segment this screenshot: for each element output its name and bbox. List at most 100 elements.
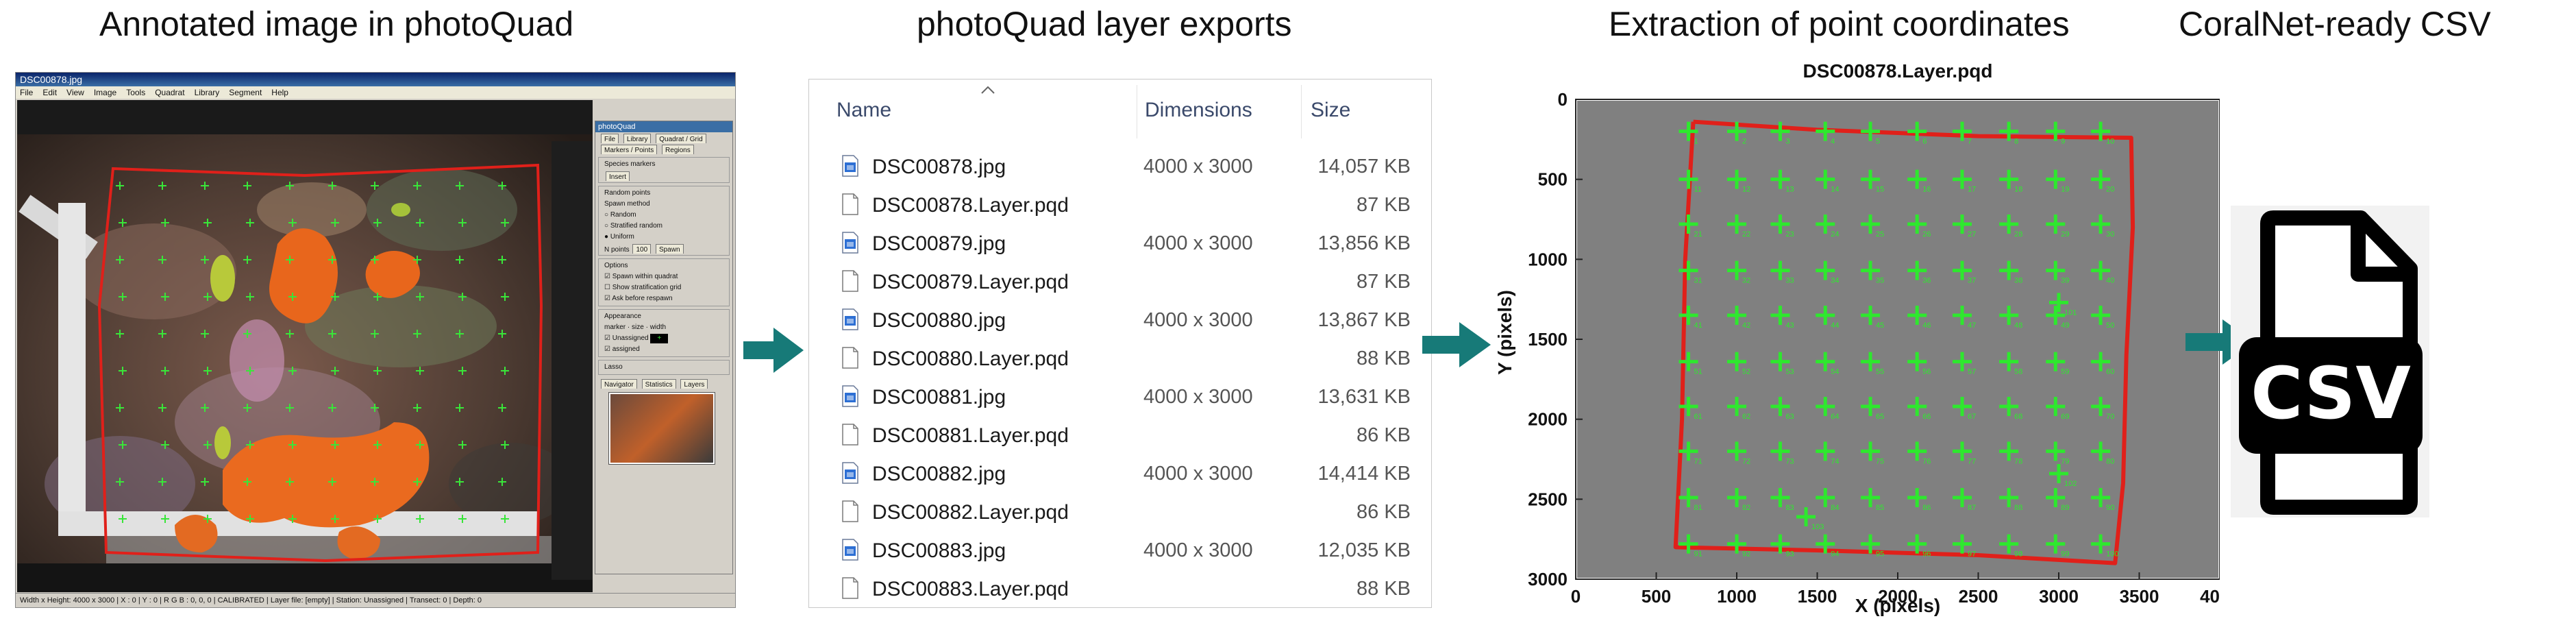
file-name[interactable]: DSC00881.jpg [872, 386, 1006, 409]
photo-marker [371, 256, 379, 264]
photo-marker [328, 330, 336, 338]
file-name[interactable]: DSC00880.jpg [872, 309, 1006, 332]
menu-item-image[interactable]: Image [93, 88, 117, 97]
control-panel-subtabs[interactable]: Markers / Points Regions [595, 143, 732, 154]
document-file-icon [842, 500, 858, 522]
tab-layers[interactable]: Layers [680, 379, 708, 389]
point-index-label: 30 [2106, 230, 2114, 239]
navigator-tabs[interactable]: Navigator Statistics Layers [595, 378, 732, 389]
point-marker [1861, 215, 1881, 234]
file-name[interactable]: DSC00879.Layer.pqd [872, 271, 1069, 293]
point-index-label: 31 [1694, 277, 1702, 285]
menu-item-segment[interactable]: Segment [229, 88, 262, 97]
file-name[interactable]: DSC00883.Layer.pqd [872, 578, 1069, 600]
tab-library[interactable]: Library [623, 134, 652, 143]
menu-item-library[interactable]: Library [194, 88, 220, 97]
y-tick-label: 2500 [1528, 489, 1568, 509]
point-index-label: 53 [1785, 368, 1794, 376]
unassigned-option[interactable]: ☑ Unassigned + [600, 333, 728, 344]
chart-title: DSC00878.Layer.pqd [1803, 60, 1992, 82]
point-marker [1907, 121, 1927, 141]
point-index-label: 71 [1694, 457, 1702, 465]
point-marker [1861, 352, 1881, 371]
point-marker [1816, 397, 1835, 416]
point-marker [1907, 534, 1927, 554]
point-marker [1861, 306, 1881, 325]
photo-marker [286, 330, 294, 338]
menu-item-tools[interactable]: Tools [126, 88, 146, 97]
point-index-label: 67 [1968, 413, 1976, 421]
menu-item-file[interactable]: File [20, 88, 34, 97]
point-marker [1679, 306, 1698, 325]
method-uniform[interactable]: ● Uniform [604, 233, 634, 241]
file-name[interactable]: DSC00878.Layer.pqd [872, 194, 1069, 217]
file-size: 13,856 KB [1317, 232, 1411, 254]
file-name[interactable]: DSC00883.jpg [872, 539, 1006, 562]
tab-quadrat[interactable]: Quadrat / Grid [656, 134, 706, 143]
method-stratified[interactable]: ○ Stratified random [604, 222, 662, 230]
tab-regions[interactable]: Regions [662, 145, 694, 154]
file-name[interactable]: DSC00882.jpg [872, 463, 1006, 485]
file-dimensions: 4000 x 3000 [1143, 309, 1253, 331]
control-panel-tabs[interactable]: File Library Quadrat / Grid [595, 132, 732, 143]
point-marker [1727, 352, 1746, 371]
spawn-button[interactable]: Spawn [655, 244, 684, 254]
point-index-label: 18 [2014, 186, 2022, 194]
navigator-thumbnail[interactable] [608, 392, 715, 465]
tab-file[interactable]: File [601, 134, 619, 143]
insert-button[interactable]: Insert [606, 171, 630, 181]
point-marker [1679, 260, 1698, 280]
file-name[interactable]: DSC00878.jpg [872, 156, 1006, 178]
file-name[interactable]: DSC00881.Layer.pqd [872, 424, 1069, 447]
menu-item-edit[interactable]: Edit [42, 88, 58, 97]
file-name[interactable]: DSC00880.Layer.pqd [872, 348, 1069, 370]
tab-statistics[interactable]: Statistics [641, 379, 676, 389]
assigned-option[interactable]: ☑ assigned [604, 345, 640, 353]
point-index-label: 13 [1785, 186, 1794, 194]
column-size[interactable]: Size [1311, 99, 1351, 121]
point-marker [1770, 534, 1790, 554]
option-spawn-within[interactable]: ☑ Spawn within quadrat [604, 273, 678, 280]
photoquad-statusbar: Width x Height: 4000 x 3000 | X : 0 | Y … [16, 593, 735, 607]
tab-navigator[interactable]: Navigator [601, 379, 637, 389]
point-marker [1727, 169, 1746, 189]
file-name[interactable]: DSC00882.Layer.pqd [872, 501, 1069, 524]
column-dimensions[interactable]: Dimensions [1145, 99, 1252, 121]
photo-marker [456, 404, 464, 412]
point-index-label: 9 [2061, 138, 2065, 146]
menu-item-help[interactable]: Help [271, 88, 288, 97]
point-index-label: 64 [1831, 413, 1839, 421]
photo-marker [116, 404, 124, 412]
photo-marker [243, 478, 251, 486]
column-name[interactable]: Name [837, 99, 892, 121]
option-ask-respawn[interactable]: ☑ Ask before respawn [604, 295, 673, 302]
marker-label: marker [604, 324, 626, 331]
file-name[interactable]: DSC00879.jpg [872, 232, 1006, 255]
menu-item-view[interactable]: View [66, 88, 84, 97]
option-show-grid[interactable]: ☐ Show stratification grid [604, 284, 682, 291]
method-random[interactable]: ○ Random [604, 211, 636, 219]
image-file-icon [842, 385, 858, 407]
point-index-label: 99 [2061, 550, 2069, 559]
menu-item-quadrat[interactable]: Quadrat [155, 88, 185, 97]
species-markers-box: Species markers Insert [598, 157, 730, 183]
npoints-input[interactable]: 100 [632, 244, 652, 254]
point-marker [2091, 306, 2111, 325]
assigned-label: assigned [612, 345, 640, 353]
point-marker [1953, 121, 1972, 141]
annotated-quadrat-photo [17, 100, 593, 592]
tab-markers[interactable]: Markers / Points [601, 145, 658, 154]
